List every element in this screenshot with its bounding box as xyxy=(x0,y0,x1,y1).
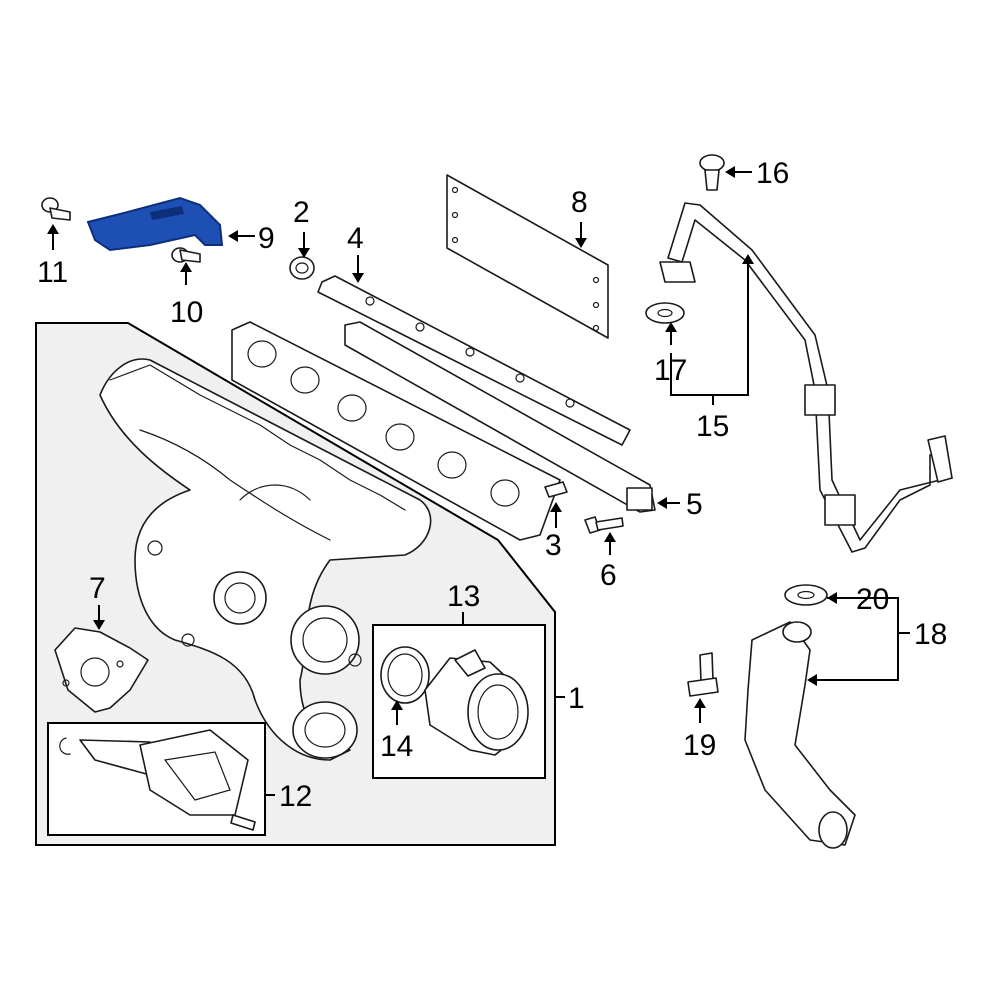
manifold-gasket xyxy=(231,321,561,541)
callout-1: 1 xyxy=(568,682,585,715)
outlet-pipe-kit-box xyxy=(372,624,546,779)
bolt-11 xyxy=(41,197,71,221)
callout-17: 17 xyxy=(654,354,687,387)
sealing-washer-17 xyxy=(645,302,685,324)
callout-13: 13 xyxy=(447,580,480,613)
callout-12: 12 xyxy=(279,780,312,813)
highlighted-bracket xyxy=(86,196,224,252)
callout-15: 15 xyxy=(696,410,729,443)
callout-10: 10 xyxy=(170,296,203,329)
heat-shield-plate xyxy=(446,174,609,339)
turbocharger-manifold xyxy=(99,358,432,761)
oil-feed-line xyxy=(659,202,953,553)
callout-7: 7 xyxy=(89,572,106,605)
actuator-kit-box xyxy=(47,722,266,836)
callout-9: 9 xyxy=(258,222,275,255)
callout-5: 5 xyxy=(686,488,703,521)
callout-4: 4 xyxy=(347,222,364,255)
sealing-washer-20 xyxy=(784,584,828,606)
nut xyxy=(289,256,315,280)
stud-bolt xyxy=(584,516,624,534)
callout-6: 6 xyxy=(600,559,617,592)
callout-18: 18 xyxy=(914,618,947,651)
callout-8: 8 xyxy=(571,186,588,219)
banjo-bolt xyxy=(699,154,725,191)
callout-labels: 1 2 3 4 5 6 7 8 9 10 11 12 13 14 15 16 1… xyxy=(37,157,947,813)
heat-shield xyxy=(54,627,149,713)
gasket-strip xyxy=(317,275,631,446)
bolt-10 xyxy=(171,247,201,263)
dowel-pin xyxy=(544,481,568,498)
callout-3: 3 xyxy=(545,529,562,562)
callout-11: 11 xyxy=(37,256,68,289)
callout-14: 14 xyxy=(380,730,413,763)
callout-16: 16 xyxy=(756,157,789,190)
heat-shield-rail xyxy=(344,321,656,513)
callout-19: 19 xyxy=(683,729,716,762)
callout-2: 2 xyxy=(293,196,310,229)
mounting-bolt-19 xyxy=(687,652,719,697)
leader-lines xyxy=(47,166,910,796)
oil-return-tube xyxy=(744,621,856,849)
callout-20: 20 xyxy=(856,583,889,616)
